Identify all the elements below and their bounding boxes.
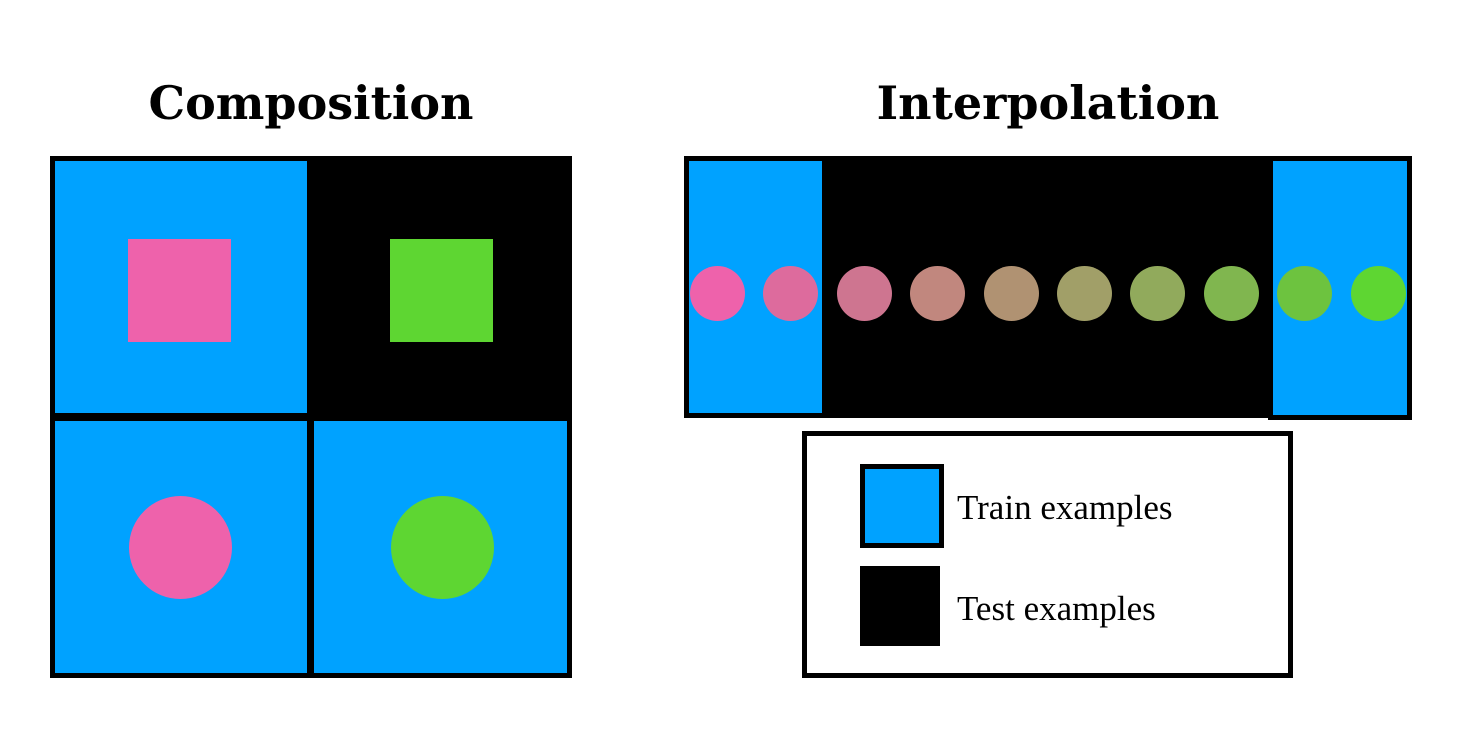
legend: Train examples Test examples [802,431,1293,678]
legend-test-swatch [860,566,940,646]
green-circle-shape [391,496,494,599]
pink-circle-shape [129,496,232,599]
composition-title: Composition [148,76,474,130]
legend-train-label: Train examples [957,488,1173,527]
pink-square-shape [128,239,231,342]
composition-cell-train-pink-circle [50,416,312,678]
interpolation-title: Interpolation [876,76,1220,130]
interpolation-dot-4 [910,266,965,321]
interpolation-dot-5 [984,266,1039,321]
composition-cell-test-green-square [308,156,572,420]
interpolation-dot-1 [690,266,745,321]
interpolation-dot-7 [1130,266,1185,321]
interpolation-dot-9 [1277,266,1332,321]
composition-cell-train-pink-square [50,156,312,418]
interpolation-dot-2 [763,266,818,321]
green-square-shape [390,239,493,342]
interpolation-dot-3 [837,266,892,321]
interpolation-dot-8 [1204,266,1259,321]
legend-test-label: Test examples [957,589,1156,628]
interpolation-dot-6 [1057,266,1112,321]
interpolation-dot-10 [1351,266,1406,321]
legend-train-swatch [860,464,944,548]
composition-cell-train-green-circle [309,416,572,678]
